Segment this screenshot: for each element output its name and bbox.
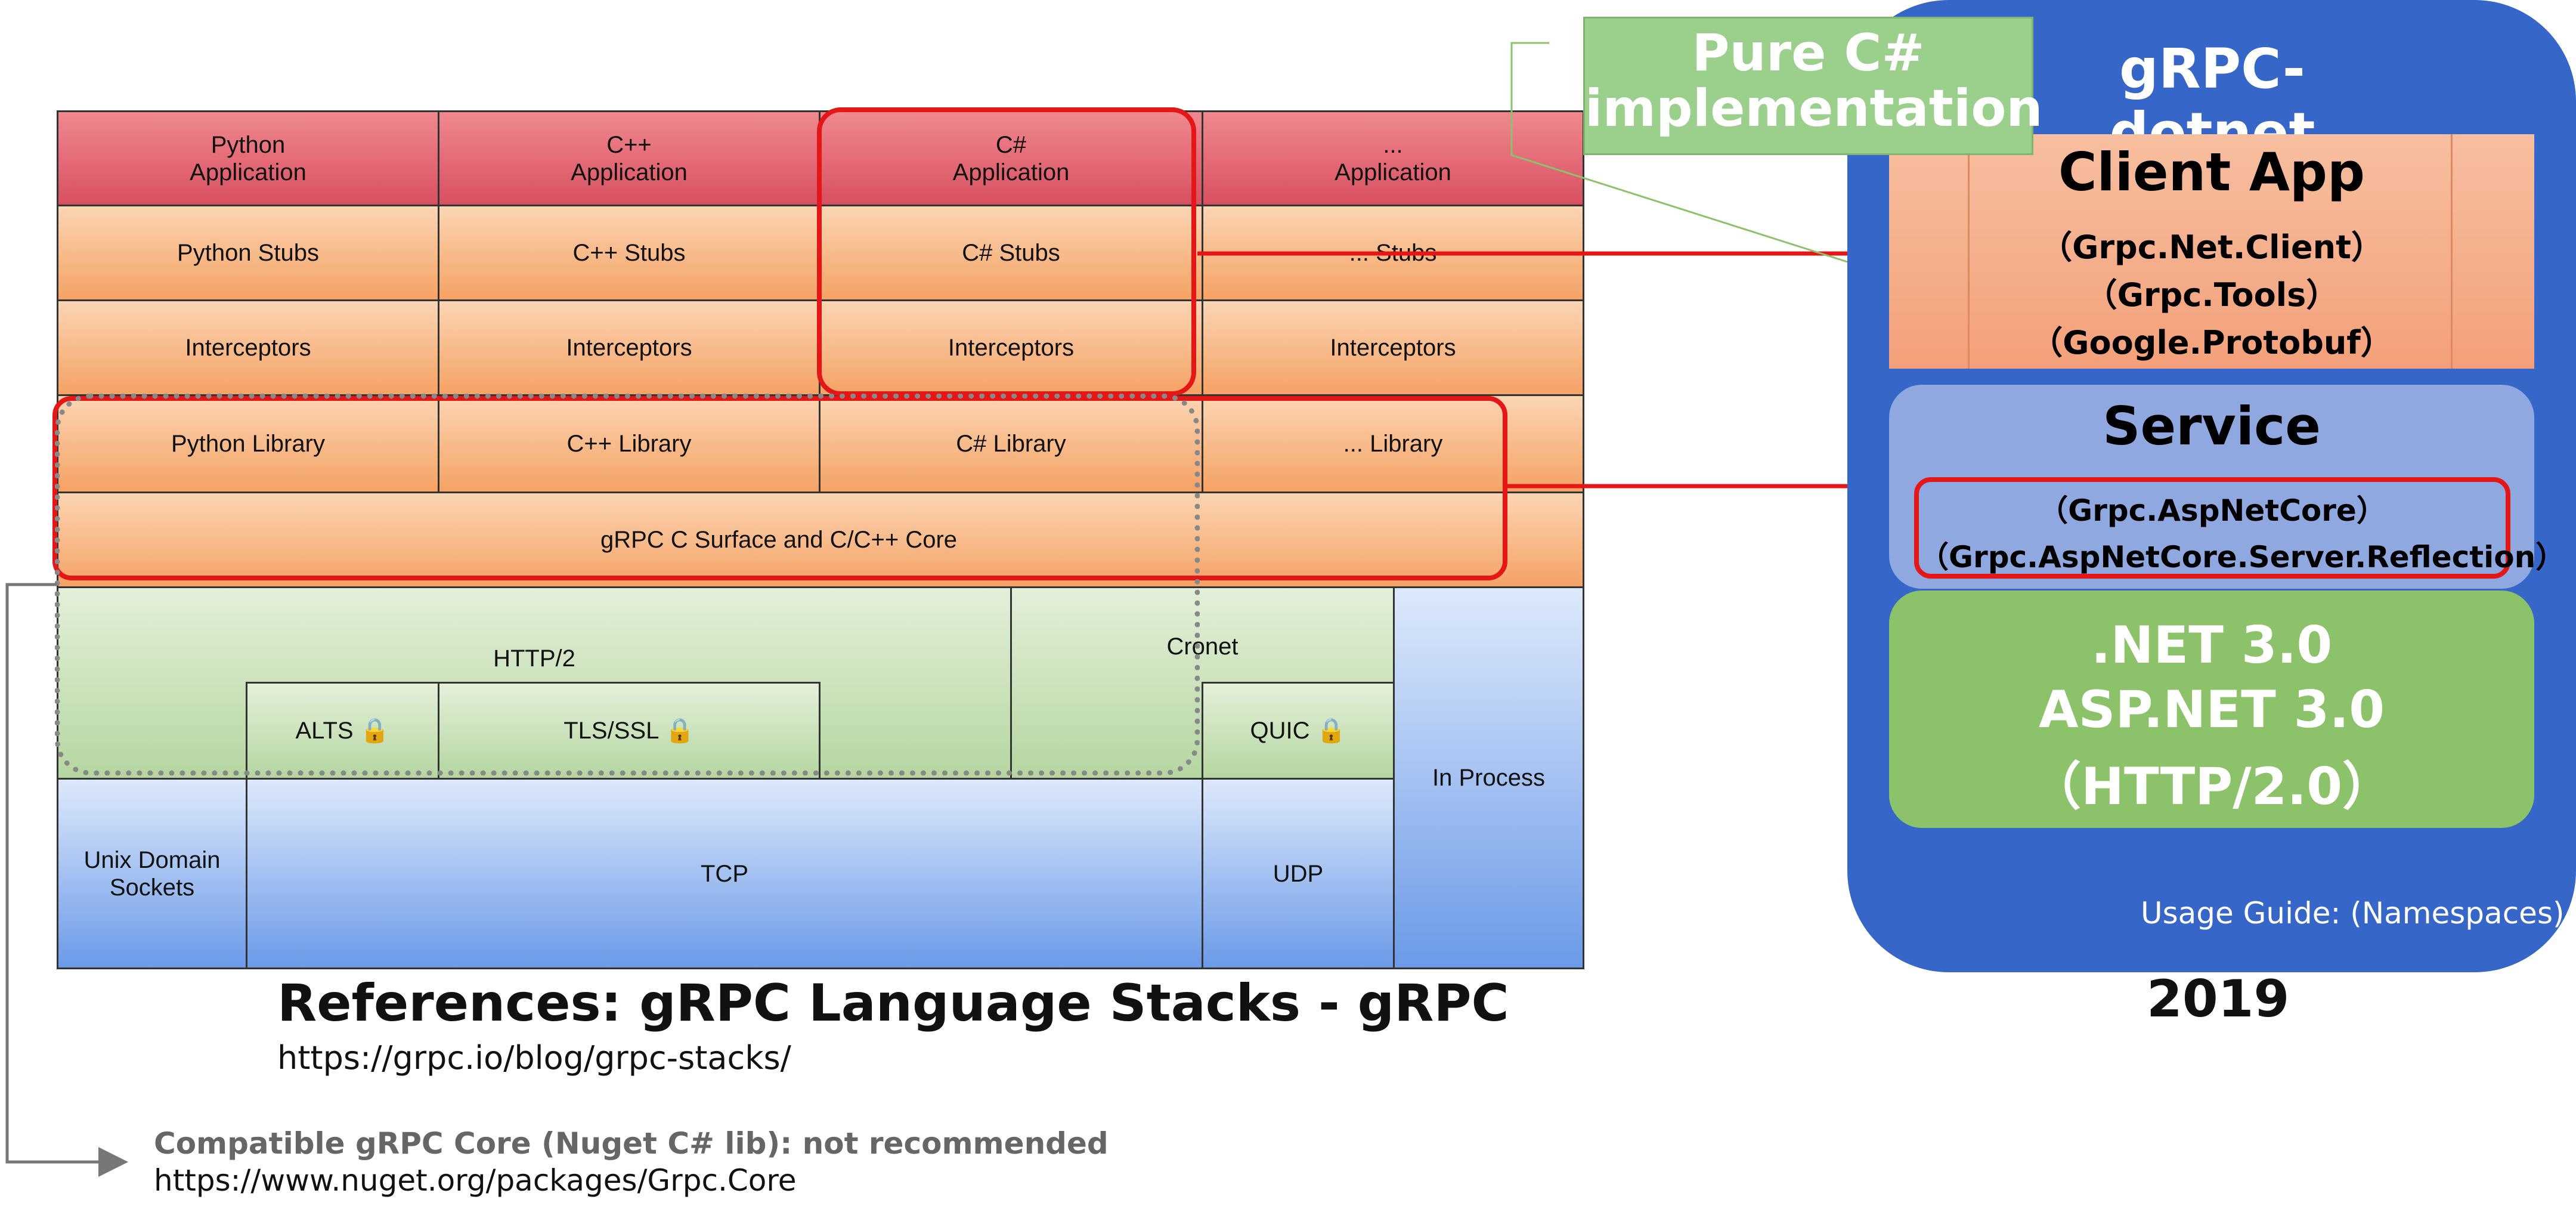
year-label: 2019 bbox=[2147, 969, 2290, 1029]
cpp-stubs: C++ Stubs bbox=[438, 205, 821, 301]
grpc-core-dotted-highlight bbox=[55, 394, 1200, 775]
package-grpc-net-client: （Grpc.Net.Client） bbox=[2040, 228, 2383, 266]
runtime-aspnet: ASP.NET 3.0 bbox=[2038, 680, 2385, 740]
client-app-box: Client App （Grpc.Net.Client） （Grpc.Tools… bbox=[1889, 134, 2534, 369]
csharp-interceptors: Interceptors bbox=[819, 299, 1203, 396]
other-interceptors: Interceptors bbox=[1202, 299, 1584, 396]
runtime-box: .NET 3.0 ASP.NET 3.0 （HTTP/2.0） bbox=[1889, 591, 2534, 828]
usage-guide-label: Usage Guide: (Namespaces) bbox=[2141, 896, 2565, 931]
service-title: Service bbox=[2103, 395, 2321, 457]
runtime-http2: （HTTP/2.0） bbox=[2029, 757, 2394, 817]
http2-label: HTTP/2 bbox=[493, 645, 575, 672]
cpp-interceptors: Interceptors bbox=[438, 299, 821, 396]
callout-leader-line bbox=[1510, 42, 2094, 341]
unix-domain-sockets: Unix Domain Sockets bbox=[57, 778, 247, 969]
csharp-library: C# Library bbox=[819, 394, 1203, 493]
package-google-protobuf: （Google.Protobuf） bbox=[2030, 324, 2393, 361]
compat-core-title: Compatible gRPC Core (Nuget C# lib): not… bbox=[154, 1126, 1109, 1161]
package-grpc-aspnetcore-reflection: （Grpc.AspNetCore.Server.Reflection） bbox=[1919, 540, 2566, 574]
package-grpc-tools: （Grpc.Tools） bbox=[2085, 276, 2339, 314]
service-packages-box: （Grpc.AspNetCore） （Grpc.AspNetCore.Serve… bbox=[1914, 477, 2566, 579]
python-application: Python Application bbox=[57, 110, 439, 206]
grpc-core-layer: gRPC C Surface and C/C++ Core bbox=[57, 492, 1584, 588]
service-box: Service （Grpc.AspNetCore） （Grpc.AspNetCo… bbox=[1889, 385, 2566, 589]
client-app-title: Client App bbox=[2058, 141, 2366, 203]
compat-core-url[interactable]: https://www.nuget.org/packages/Grpc.Core bbox=[154, 1163, 797, 1198]
client-divider-right bbox=[2451, 134, 2453, 369]
cronet-label: Cronet bbox=[1166, 633, 1239, 660]
core-to-nuget-arrow bbox=[5, 583, 128, 1177]
cpp-library: C++ Library bbox=[438, 394, 821, 493]
tls-box: TLS/SSL 🔒 bbox=[438, 682, 821, 780]
references-url[interactable]: https://grpc.io/blog/grpc-stacks/ bbox=[277, 1039, 791, 1077]
pure-csharp-callout: Pure C# implementation bbox=[1583, 17, 2043, 155]
client-divider-left bbox=[1968, 134, 1970, 369]
package-grpc-aspnetcore: （Grpc.AspNetCore） bbox=[2038, 493, 2386, 528]
other-library: ... Library bbox=[1202, 394, 1584, 493]
udp-layer: UDP bbox=[1202, 778, 1395, 969]
quic-box: QUIC 🔒 bbox=[1202, 682, 1395, 780]
references-title: References: gRPC Language Stacks - gRPC bbox=[277, 973, 1509, 1033]
runtime-dotnet: .NET 3.0 bbox=[2091, 616, 2333, 675]
